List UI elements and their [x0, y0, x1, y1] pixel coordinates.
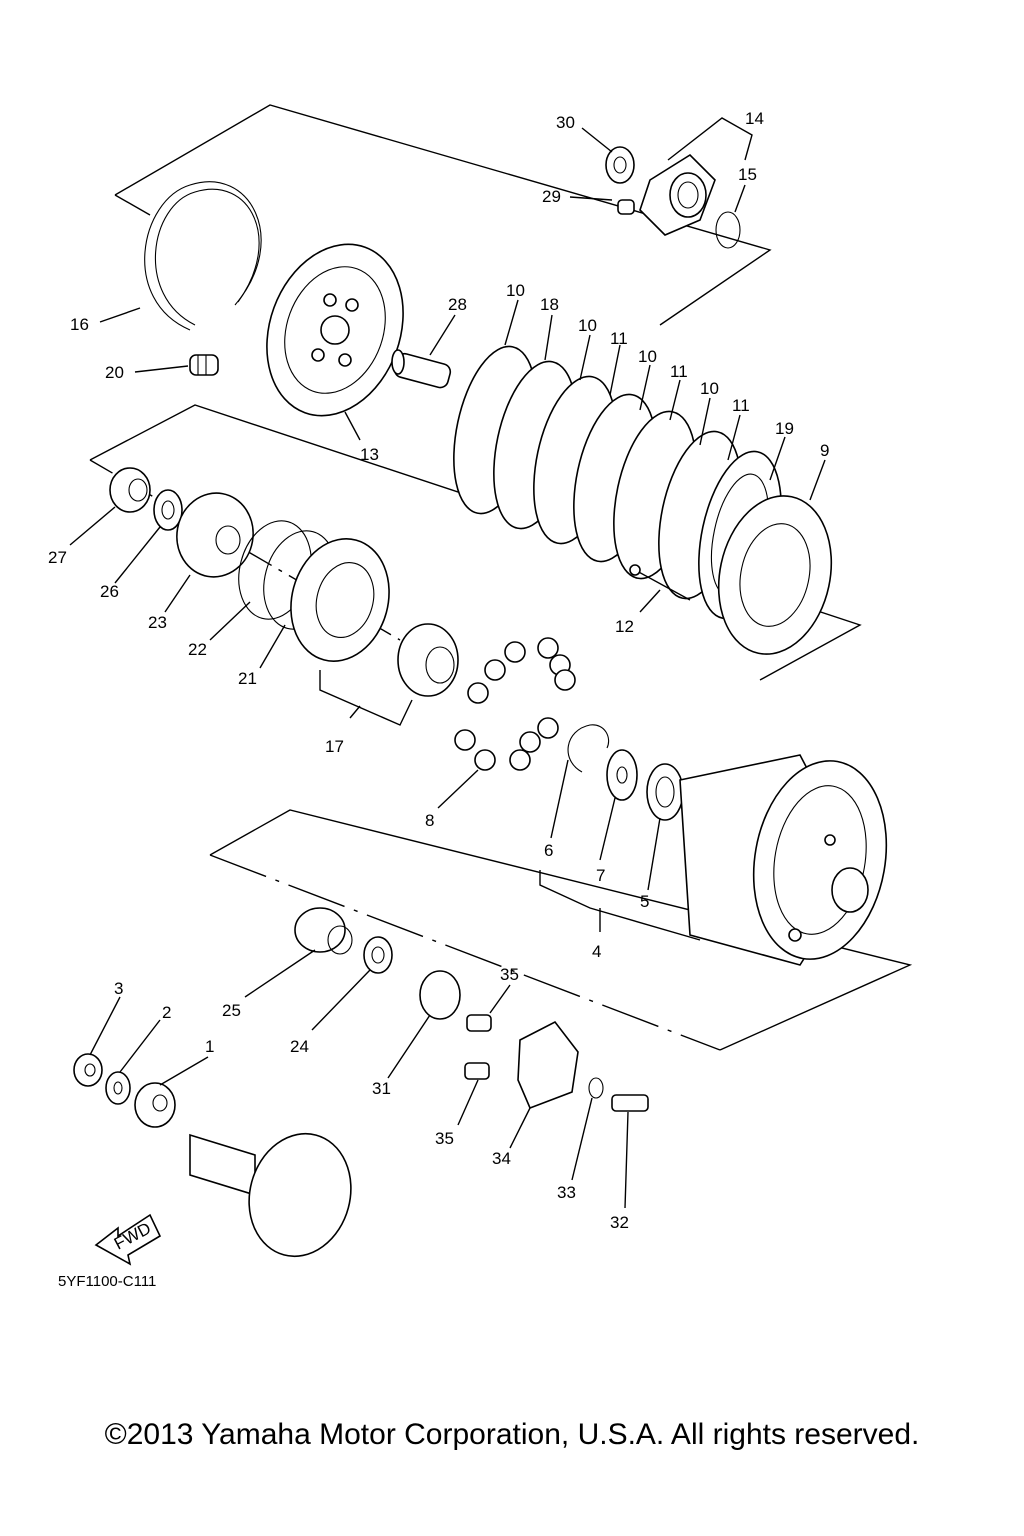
- callout-22: 22: [188, 640, 207, 659]
- bearing-housing-assembly: [605, 146, 741, 249]
- callout-30: 30: [556, 113, 575, 132]
- callout-34: 34: [492, 1149, 511, 1168]
- callout-15: 15: [738, 165, 757, 184]
- push-rod: [391, 349, 452, 389]
- callout-24: 24: [290, 1037, 309, 1056]
- callout-17: 17: [325, 737, 344, 756]
- callout-27: 27: [48, 548, 67, 567]
- callout-35a: 35: [500, 965, 519, 984]
- bolt-12: [629, 564, 691, 601]
- callout-10c: 10: [638, 347, 657, 366]
- callout-25: 25: [222, 1001, 241, 1020]
- callout-8: 8: [425, 811, 434, 830]
- callout-4: 4: [592, 942, 601, 961]
- callout-23: 23: [148, 613, 167, 632]
- callout-14: 14: [745, 109, 764, 128]
- callout-31: 31: [372, 1079, 391, 1098]
- callout-29: 29: [542, 187, 561, 206]
- callout-3: 3: [114, 979, 123, 998]
- clutch-housing: [679, 754, 888, 966]
- callout-26: 26: [100, 582, 119, 601]
- callout-33: 33: [557, 1183, 576, 1202]
- pressure-plate: [266, 243, 404, 417]
- callout-11b: 11: [670, 362, 688, 381]
- callout-labels: 30 14 15 29 16 20 28 13 10 18 10 11 10 1…: [48, 109, 829, 1232]
- callout-9: 9: [820, 441, 829, 460]
- callout-18: 18: [540, 295, 559, 314]
- callout-7: 7: [596, 866, 605, 885]
- nut-washer-gear-small: [73, 1053, 176, 1128]
- forward-arrow-icon: FWD: [94, 1213, 162, 1266]
- callout-2: 2: [162, 1003, 171, 1022]
- collar-and-washer: [294, 907, 393, 974]
- callout-10a: 10: [506, 281, 525, 300]
- copyright-notice: ©2013 Yamaha Motor Corporation, U.S.A. A…: [104, 1418, 920, 1451]
- oil-plug: [419, 970, 461, 1020]
- callout-12: 12: [615, 617, 634, 636]
- callout-11c: 11: [732, 396, 750, 415]
- drawing-code: 5YF1100-C111: [58, 1273, 156, 1290]
- callout-32: 32: [610, 1213, 629, 1232]
- callout-10d: 10: [700, 379, 719, 398]
- bracket-bolts: [464, 1014, 649, 1112]
- leader-lines: [69, 117, 826, 1209]
- balls: [454, 637, 576, 771]
- callout-6: 6: [544, 841, 553, 860]
- callout-11a: 11: [610, 329, 628, 348]
- clutch-plate-stack: [453, 345, 782, 620]
- circlip-washer-seal: [567, 724, 684, 821]
- callout-19: 19: [775, 419, 794, 438]
- callout-21: 21: [238, 669, 257, 688]
- pressure-disk: [717, 495, 833, 655]
- callout-1: 1: [205, 1037, 214, 1056]
- nut-washer-gear: [109, 467, 254, 578]
- circlip-ring: [144, 181, 262, 331]
- callout-16: 16: [70, 315, 89, 334]
- callout-10b: 10: [578, 316, 597, 335]
- callout-28: 28: [448, 295, 467, 314]
- callout-5: 5: [640, 892, 649, 911]
- clutch-spring: [189, 354, 219, 376]
- callout-13: 13: [360, 445, 379, 464]
- drive-shaft: [189, 1132, 352, 1258]
- starter-clutch: [290, 538, 459, 697]
- callout-20: 20: [105, 363, 124, 382]
- callout-35b: 35: [435, 1129, 454, 1148]
